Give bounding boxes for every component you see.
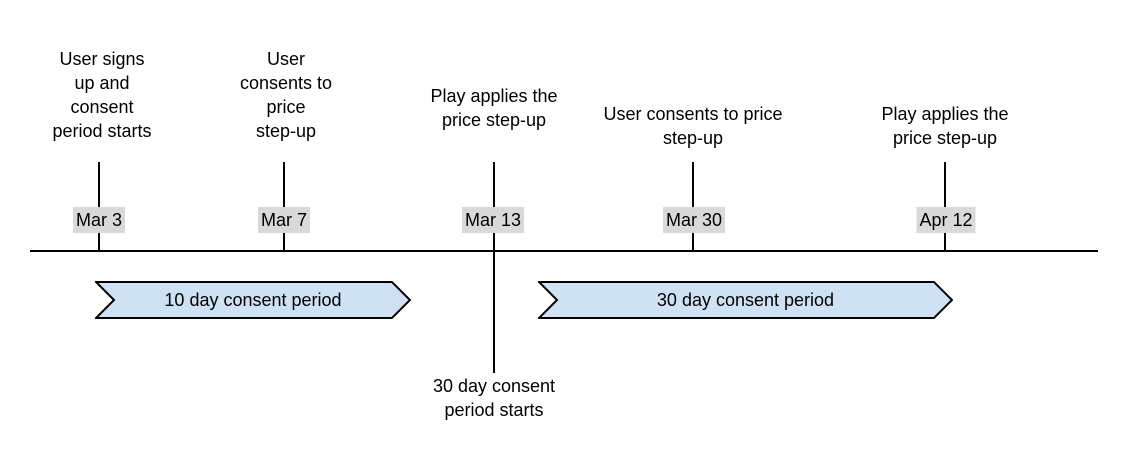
event-label: User consents to price step-up xyxy=(603,104,783,148)
chevron-arrow-shape xyxy=(95,281,411,319)
event-date-chip: Mar 7 xyxy=(257,207,311,233)
event-label: Play applies the price step-up xyxy=(881,104,1009,148)
chevron-arrow-shape xyxy=(538,281,953,319)
event-date-chip: Apr 12 xyxy=(916,207,976,233)
event-label: User consents to price step-up xyxy=(239,49,333,141)
event-date-chip: Mar 30 xyxy=(662,207,726,233)
event-label: Play applies the price step-up xyxy=(430,86,558,130)
event-date-chip: Mar 3 xyxy=(72,207,126,233)
event-stem xyxy=(98,162,100,250)
event-stem-period-start-connector xyxy=(493,162,495,373)
event-stem xyxy=(692,162,694,250)
event-date-chip: Mar 13 xyxy=(461,207,525,233)
period-start-annotation: 30 day consent period starts xyxy=(432,376,556,420)
timeline-axis xyxy=(30,250,1098,252)
event-stem xyxy=(283,162,285,250)
event-stem xyxy=(944,162,946,250)
consent-period-banner-30-day: 30 day consent period xyxy=(538,281,953,319)
consent-period-banner-10-day: 10 day consent period xyxy=(95,281,411,319)
consent-period-label: 30 day consent period xyxy=(656,289,835,310)
consent-period-label: 10 day consent period xyxy=(164,289,342,310)
event-label: User signs up and consent period starts xyxy=(52,49,152,141)
